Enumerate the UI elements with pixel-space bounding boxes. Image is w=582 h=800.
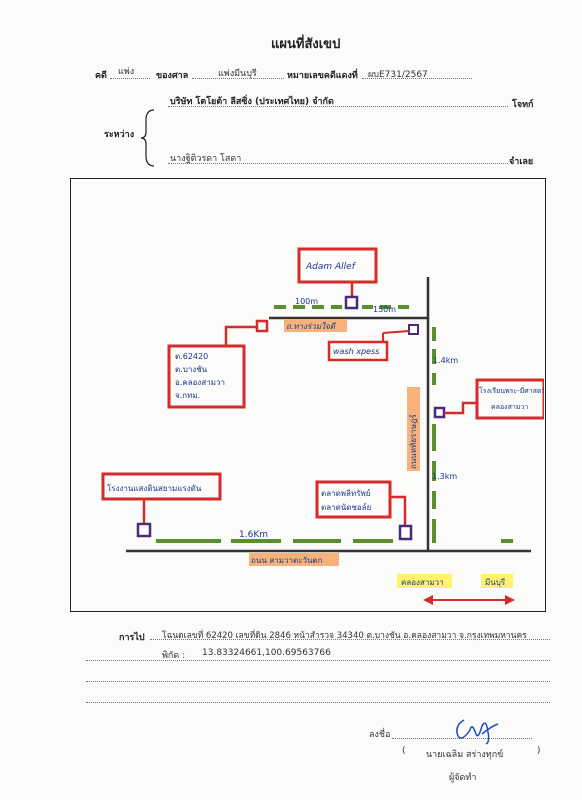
dist-1-4km: 1.4km: [433, 356, 458, 365]
legend-right-highlight: [481, 574, 513, 588]
address-line-1: ต.62420: [175, 352, 208, 361]
dist-150m: 150m: [373, 305, 396, 314]
coord-label: พิกัด :: [162, 651, 186, 661]
signature: [456, 719, 499, 745]
signer-role: ผู้จัดทำ: [449, 773, 477, 783]
school-line-2: คลองสามวา: [491, 403, 528, 411]
court-name: แพ่งมีนบุรี: [218, 69, 257, 79]
box-water-label: โรงงานแสงดินสยามแรงดัน: [107, 483, 202, 493]
brace-icon: [140, 109, 155, 167]
box-water: [101, 472, 222, 501]
road-right-highlight: [407, 387, 420, 471]
map-drawing: ถ.ทางร่วมใจดี ถนนหทัยราษฎร์ ถนน สามวาตะว…: [101, 247, 546, 605]
address-line-2: ต.บางชัน: [175, 365, 208, 374]
defendant-name: นางฐิติวรดา โสดา: [170, 154, 242, 164]
signer-name: นายเฉลิม สร่างทุกข์: [426, 750, 504, 760]
legend-left-highlight: [397, 574, 452, 588]
legend-right: มีนบุรี: [485, 578, 506, 587]
road-top-label: ถ.ทางร่วมใจดี: [286, 321, 336, 331]
marker-adam: [344, 295, 359, 310]
dist-1-6km: 1.6Km: [239, 530, 268, 540]
between-label: ระหว่าง: [104, 130, 135, 140]
box-adam-allef: [297, 247, 378, 284]
address-line-3: อ.คลองสามวา: [175, 378, 225, 387]
box-adam-label: Adam Allef: [305, 262, 357, 272]
road-top-highlight: [284, 319, 347, 332]
road-bottom-highlight: [249, 553, 339, 566]
marker-market: [398, 524, 413, 541]
case-type: แพ่ง: [118, 67, 135, 77]
distance-markers: [156, 305, 513, 543]
case-label: คดี: [95, 71, 107, 81]
coord-value: 13.83324661,100.69563766: [202, 648, 331, 658]
defendant-role: จำเลย: [509, 157, 534, 167]
close-paren: ): [537, 746, 541, 756]
box-school: [475, 378, 546, 420]
sign-label: ลงชื่อ: [369, 730, 391, 740]
dist-1-3km: 1.3km: [432, 472, 457, 481]
case-number-label: หมายเลขคดีแดงที่: [287, 71, 358, 81]
road-right-label: ถนนหทัยราษฎร์: [408, 414, 418, 469]
plaintiff-name: บริษัท โตโยต้า ลีสซิ่ง (ประเทศไทย) จำกัด: [170, 97, 334, 107]
box-market: [315, 480, 392, 519]
box-wash-xpess: [327, 340, 389, 362]
road-bottom-label: ถนน สามวาตะวันตก: [251, 556, 323, 565]
page-title: แผนที่สังเขป: [271, 37, 341, 52]
open-paren: (: [402, 746, 406, 756]
marker-water: [136, 522, 152, 538]
marker-wash: [408, 324, 419, 335]
dist-100m: 100m: [295, 297, 318, 306]
legend-left: คลองสามวา: [401, 578, 444, 587]
market-line-2: ตลาดนัดชอล์ย: [321, 502, 371, 512]
case-number: ผบE731/2567: [368, 70, 428, 80]
marker-address: [255, 319, 269, 333]
court-label: ของศาล: [156, 71, 189, 81]
school-line-1: โรงเรียนพระ-มีศาสตร์: [479, 386, 544, 395]
route-text: โฉนดเลขที่ 62420 เลขที่ดิน 2846 หน้าสำรว…: [162, 631, 527, 641]
plaintiff-role: โจทก์: [512, 100, 534, 110]
box-address: [167, 344, 246, 409]
box-wash-label: wash xpess: [333, 347, 379, 356]
sketch-map: ถ.ทางร่วมใจดี ถนนหทัยราษฎร์ ถนน สามวาตะว…: [70, 178, 546, 612]
market-line-1: ตลาดพลิทรัพย์: [321, 488, 371, 498]
route-label: การไป: [119, 633, 145, 643]
address-line-4: จ.กทม.: [175, 391, 200, 400]
marker-school: [433, 406, 446, 419]
